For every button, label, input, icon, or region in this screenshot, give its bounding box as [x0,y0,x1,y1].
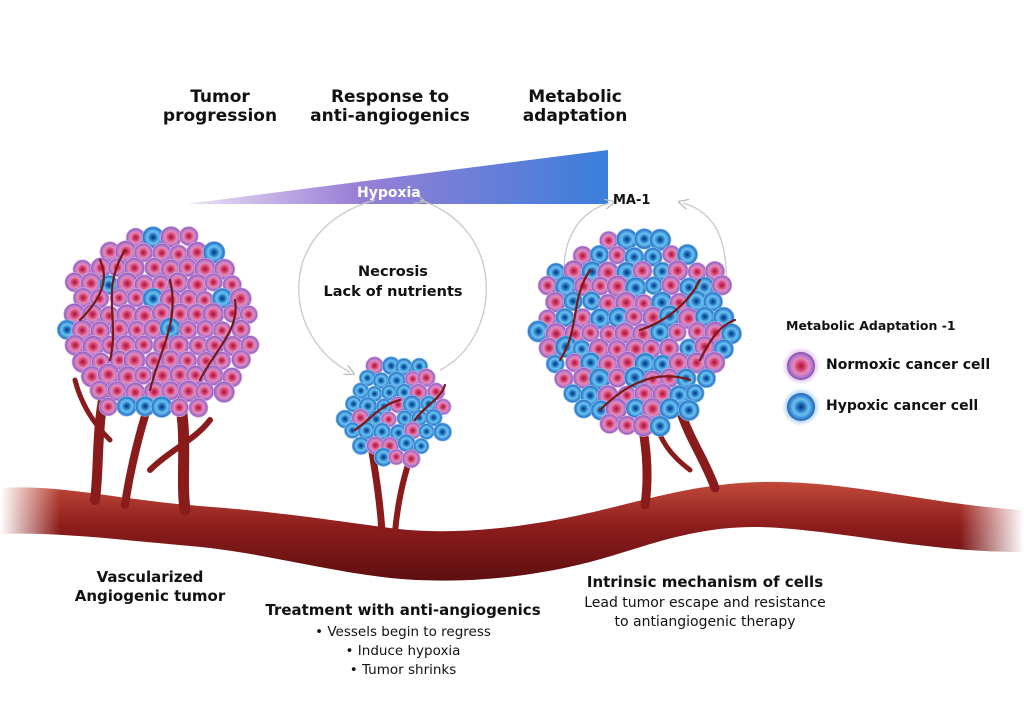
hypoxic-cell [676,243,699,266]
necrosis-cycle-arrow [298,199,376,372]
normoxic-cell [133,365,153,385]
intratumor-vessels [78,248,737,432]
intrinsic-sub: Lead tumor escape and resistance to anti… [575,594,835,632]
legend-hypoxic-icon [782,388,820,426]
normoxic-cell [231,349,252,370]
normoxic-cell [607,245,627,265]
hypoxia-gradient-wedge [186,150,608,204]
metabolic-arrow-right [683,203,727,286]
hypoxic-cell [696,368,717,389]
necrosis-line: Necrosis [358,264,428,280]
normoxic-cell [667,322,687,342]
treatment-list: • Vessels begin to regress • Induce hypo… [258,623,548,680]
legend-title: Metabolic Adaptation -1 [786,318,956,333]
normoxic-cell [416,368,436,388]
hypoxic-cell [397,433,416,453]
legend-normoxic-label: Normoxic cancer cell [826,357,991,373]
adapted-tumor [527,228,743,437]
hypoxic-cell [581,291,602,311]
blood-vessel [0,481,1024,581]
ma1-label: MA-1 [613,193,651,208]
hypoxic-cell [116,395,137,417]
treatment-item: • Tumor shrinks [349,662,457,678]
hypoxic-cell [433,422,452,442]
intrinsic-label: Intrinsic mechanism of cells [586,573,824,591]
normoxic-cell [98,397,118,417]
hypoxic-cell [649,415,671,437]
treatment-item: • Vessels begin to regress [315,624,491,640]
stage-header-response: Response to anti-angiogenics [310,87,470,126]
hypoxic-cell [424,408,443,427]
normoxic-cell [169,397,189,417]
treatment-label: Treatment with anti-angiogenics [265,601,541,619]
normoxic-cell [188,397,209,418]
legend-normoxic-icon [782,347,820,385]
normoxic-cell [213,381,236,403]
vascularized-label: Vascularized Angiogenic tumor [60,568,240,606]
normoxic-cell [599,413,620,434]
normoxic-cell [89,380,110,401]
stage-header-metabolic: Metabolic adaptation [522,87,628,126]
legend-hypoxic-label: Hypoxic cancer cell [826,398,979,414]
treatment-item: • Induce hypoxia [345,643,461,659]
normoxic-cell [387,448,405,466]
normoxic-cell [240,335,260,355]
stage-header-tumor-progression: Tumor progression [162,87,278,126]
necrosis-cycle-arrow-right [420,200,487,371]
hypoxia-label: Hypoxia [357,185,421,201]
hypoxic-cell [150,395,173,418]
vascularized-tumor [56,226,260,418]
necrosis-note: Necrosis Lack of nutrients [318,262,468,302]
normoxic-cell [195,319,215,339]
hypoxic-cell [563,383,583,403]
normoxic-cell [711,274,733,296]
normoxic-cell [401,449,421,469]
vascularized-line-2: Angiogenic tumor [74,587,226,605]
hypoxic-cell [413,437,430,455]
normoxic-cell [204,272,223,292]
hypoxic-cell [418,423,435,440]
intrinsic-sub-line-1: Lead tumor escape and resistance [584,595,826,611]
nutrients-line: Lack of nutrients [323,284,463,300]
hypoxic-cell [678,399,700,422]
hypoxic-cell [573,398,594,419]
vascularized-line-1: Vascularized [96,568,204,586]
intrinsic-sub-line-2: to antiangiogenic therapy [614,614,796,630]
regressed-tumor [335,356,452,469]
